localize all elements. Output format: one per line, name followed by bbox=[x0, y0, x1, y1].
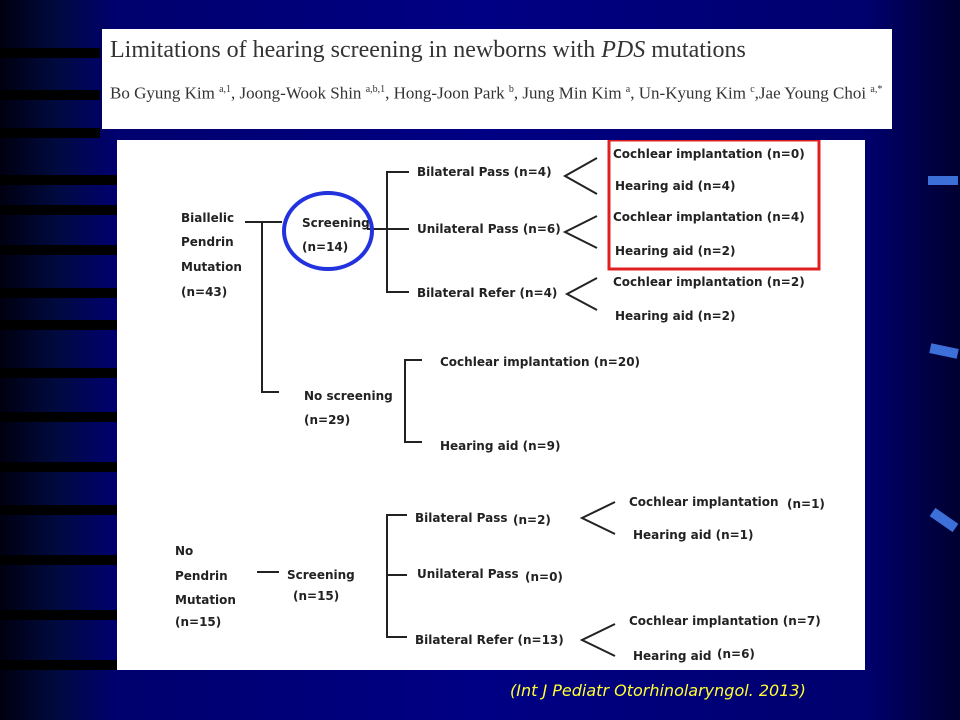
author-separator: , bbox=[513, 83, 523, 103]
bilateral-pass-count: (n=2) bbox=[513, 513, 551, 527]
edge-accent bbox=[928, 176, 958, 185]
background-stripe bbox=[0, 320, 118, 330]
background-stripe bbox=[0, 48, 100, 58]
screening-count: (n=15) bbox=[293, 589, 339, 603]
author-name: Jae Young Choi bbox=[758, 83, 871, 103]
author-name: Bo Gyung Kim bbox=[110, 83, 220, 103]
author-separator: , bbox=[385, 83, 394, 103]
outcome-hearing-aid: Hearing aid (n=4) bbox=[615, 179, 736, 193]
no-mutation-group-line: Mutation bbox=[175, 593, 236, 607]
edge-accent bbox=[929, 343, 959, 359]
outcome-hearing-aid: Hearing aid (n=1) bbox=[633, 528, 754, 542]
outcome-hearing-aid: Hearing aid (n=2) bbox=[615, 309, 736, 323]
background-stripe bbox=[0, 610, 118, 620]
no-screening-count: (n=29) bbox=[304, 413, 350, 427]
author-name: Un-Kyung Kim bbox=[638, 83, 751, 103]
background-stripe bbox=[0, 245, 118, 255]
citation: (Int J Pediatr Otorhinolaryngol. 2013) bbox=[510, 681, 806, 700]
no-mutation-group-line: Pendrin bbox=[175, 569, 228, 583]
outcome-hearing-aid: Hearing aid bbox=[633, 649, 711, 663]
author-affiliation: a,1 bbox=[219, 84, 232, 95]
author-separator: , bbox=[630, 83, 639, 103]
background-stripe bbox=[0, 175, 118, 185]
connector-lines bbox=[245, 157, 616, 657]
bilateral-refer-node: Bilateral Refer (n=13) bbox=[415, 633, 564, 647]
outcome-cochlear: Cochlear implantation (n=2) bbox=[613, 275, 805, 289]
diagram-panel: Biallelic Pendrin Mutation (n=43) Screen… bbox=[117, 140, 865, 670]
outcome-cochlear: Cochlear implantation (n=4) bbox=[613, 210, 805, 224]
author-affiliation: c bbox=[750, 84, 755, 95]
screening-label: Screening bbox=[287, 568, 355, 582]
background-stripe bbox=[0, 288, 118, 298]
biallelic-group-line: Pendrin bbox=[181, 235, 234, 249]
biallelic-group-line: Biallelic bbox=[181, 211, 234, 225]
no-mutation-group-line: No bbox=[175, 544, 193, 558]
flow-diagram: Biallelic Pendrin Mutation (n=43) Screen… bbox=[175, 140, 825, 663]
title-text: Limitations of hearing screening in newb… bbox=[110, 37, 602, 63]
background-stripe bbox=[0, 505, 118, 515]
bilateral-pass-node: Bilateral Pass bbox=[415, 511, 508, 525]
outcome-cochlear: Cochlear implantation bbox=[629, 495, 779, 509]
edge-accent bbox=[929, 507, 959, 533]
no-screening-label: No screening bbox=[304, 389, 393, 403]
unilateral-pass-node: Unilateral Pass bbox=[417, 567, 519, 581]
outcome-hearing-aid: Hearing aid (n=9) bbox=[440, 439, 561, 453]
background-stripe bbox=[0, 90, 100, 100]
author-separator: , bbox=[754, 83, 759, 103]
highlight-circle bbox=[282, 191, 374, 271]
author-list: Bo Gyung Kim a,1, Joong-Wook Shin a,b,1,… bbox=[110, 79, 890, 105]
title-gene: PDS bbox=[601, 37, 646, 63]
background-stripe bbox=[0, 205, 118, 215]
background-stripe bbox=[0, 555, 118, 565]
biallelic-group-line: (n=43) bbox=[181, 285, 227, 299]
author-name: Joong-Wook Shin bbox=[239, 83, 366, 103]
outcome-hearing-aid-count: (n=6) bbox=[717, 647, 755, 661]
screening-count: (n=14) bbox=[302, 240, 348, 254]
outcome-cochlear: Cochlear implantation (n=7) bbox=[629, 614, 821, 628]
background-stripe bbox=[0, 412, 118, 422]
background-stripe bbox=[0, 368, 118, 378]
background-stripe bbox=[0, 128, 100, 138]
outcome-cochlear-count: (n=1) bbox=[787, 497, 825, 511]
unilateral-pass-count: (n=0) bbox=[525, 570, 563, 584]
author-affiliation: a,* bbox=[870, 84, 883, 95]
outcome-hearing-aid: Hearing aid (n=2) bbox=[615, 244, 736, 258]
author-name: Jung Min Kim bbox=[522, 83, 626, 103]
bilateral-pass-node: Bilateral Pass (n=4) bbox=[417, 165, 552, 179]
author-separator: , bbox=[231, 83, 240, 103]
unilateral-pass-node: Unilateral Pass (n=6) bbox=[417, 222, 561, 236]
author-name: Hong-Joon Park bbox=[393, 83, 509, 103]
author-affiliation: a,b,1 bbox=[365, 84, 386, 95]
highlight-box bbox=[607, 140, 821, 271]
background-stripe bbox=[0, 462, 118, 472]
author-affiliation: a bbox=[625, 84, 631, 95]
author-affiliation: b bbox=[508, 84, 514, 95]
outcome-cochlear: Cochlear implantation (n=20) bbox=[440, 355, 640, 369]
screening-label: Screening bbox=[302, 216, 370, 230]
title-text-end: mutations bbox=[645, 37, 746, 63]
background-stripe bbox=[0, 660, 118, 670]
paper-title: Limitations of hearing screening in newb… bbox=[110, 37, 890, 64]
no-mutation-group-line: (n=15) bbox=[175, 615, 221, 629]
outcome-cochlear: Cochlear implantation (n=0) bbox=[613, 147, 805, 161]
biallelic-group-line: Mutation bbox=[181, 260, 242, 274]
bilateral-refer-node: Bilateral Refer (n=4) bbox=[417, 286, 557, 300]
paper-header: Limitations of hearing screening in newb… bbox=[102, 29, 892, 129]
